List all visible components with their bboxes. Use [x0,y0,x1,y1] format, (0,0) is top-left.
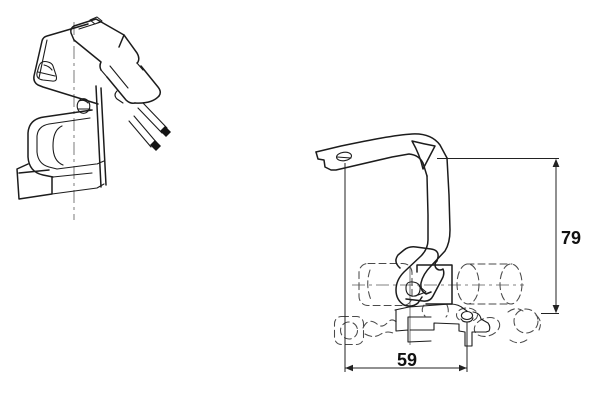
phantom-lug-right [473,317,501,337]
bracket-top-edge [315,133,448,159]
flange-left-steps [395,309,432,343]
bracket-clip-plate [395,246,445,302]
dimension-annotations: 79 59 [344,158,581,372]
flange-top-edge [394,303,468,312]
dimension-width-label: 59 [397,350,417,370]
mounting-plate-right-edge [95,85,107,188]
plate-round-hole-slot [77,99,91,110]
connector-body-bottom-edge [73,39,102,71]
side-installation-view [315,133,541,347]
bracket-strap-left-edge [395,175,429,307]
phantom-casting-contour-left [362,319,399,338]
phantom-detail-under-block [421,304,449,318]
dimension-height-label: 79 [561,228,581,248]
phantom-casting-contour-right [507,308,541,344]
phantom-cylinder-left [358,262,413,307]
phantom-cylinder-right-end-far [499,263,523,305]
spring-clip-inner-loop [36,117,91,170]
phantom-cylinder-right-end-near [456,263,480,305]
plate-triangular-hole-slot [37,64,56,77]
connector-cap-outline [73,18,125,48]
bracket-tab-bottom-edge [315,151,428,177]
flange-bolt-hole [460,310,474,321]
flange-right-lobe [472,311,491,333]
arrowhead-width-right [459,364,467,372]
connector-cap-side [70,25,75,41]
arrowhead-height-bottom [552,305,560,314]
isometric-sensor-view [16,16,171,220]
bracket-strap-right-edge [420,157,451,295]
arrowhead-width-left [345,364,353,372]
sensor-block-outline [416,264,453,305]
phantom-boss-lower-right [513,308,539,334]
bracket-tab-hole [335,151,353,162]
terminal-pin-2-tip [150,140,161,151]
plate-triangular-hole [36,60,58,82]
flange-stepped-bottom [409,322,487,347]
connector-cap-detail [78,16,103,30]
terminal-pin-1 [137,102,168,134]
connector-collar-lines [100,62,144,89]
connector-barrel-end-face [134,95,160,104]
bracket-tab-hole-slot [336,156,352,159]
spring-clip-cylinder-end [52,125,64,166]
plate-round-hole [76,98,91,114]
bracket-vnotch [411,140,436,170]
phantom-cylinder-right-body [466,263,513,305]
bracket-clip-tongue [405,281,427,297]
arrowhead-height-top [552,158,560,167]
phantom-boss-lower-left-bore [339,321,359,340]
terminal-pin-1-tip [160,126,171,137]
spring-clip-body-lines [51,160,105,195]
terminal-pin-2 [128,115,158,148]
phantom-cylinder-left-arc [367,269,372,301]
connector-barrel-notch [114,90,124,104]
phantom-boss-lower-left [333,315,365,346]
connector-body-top-edge [123,34,140,64]
connector-barrel-edges [106,65,162,104]
spring-clip-foot-tab [16,163,53,200]
mounting-plate-outline [33,23,99,105]
mounting-plate-fold-line [38,39,48,79]
spring-clip-outer-loop [27,109,93,178]
